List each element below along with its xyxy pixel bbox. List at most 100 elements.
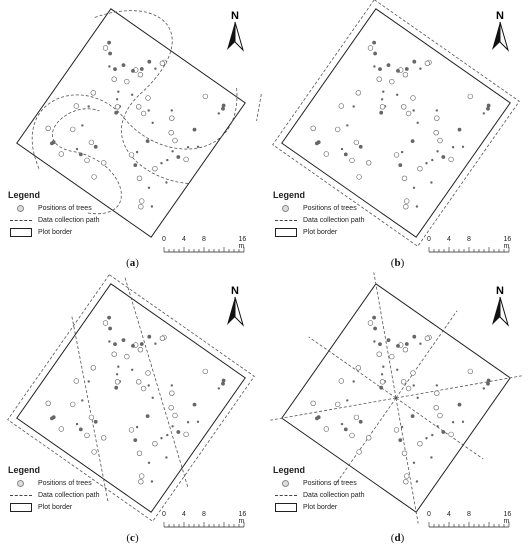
tree-position: [435, 384, 439, 387]
scale-tick-label: 8: [202, 236, 206, 243]
tree-position: [382, 90, 385, 93]
tree-position: [343, 427, 348, 432]
tree-position: [78, 152, 83, 157]
tree-position: [131, 69, 135, 73]
tree-position: [482, 112, 486, 115]
tree-position: [396, 344, 400, 348]
tree-position: [88, 414, 95, 421]
tree-position: [373, 51, 378, 56]
tree-position: [151, 396, 154, 400]
tree-position: [117, 365, 120, 368]
tree-position: [396, 368, 399, 372]
tree-position: [217, 112, 221, 115]
tree-position: [389, 353, 395, 360]
tree-position: [441, 430, 446, 434]
tree-position: [310, 125, 316, 132]
tree-position: [396, 69, 400, 73]
tree-position: [160, 437, 163, 440]
tree-position: [424, 335, 431, 341]
legend-item-border: Plot border: [8, 227, 99, 237]
scale-tick-label: 4: [182, 236, 186, 243]
tree-position: [367, 320, 374, 326]
tree-position: [91, 449, 97, 455]
tree-position: [412, 186, 416, 190]
tree-position: [349, 157, 355, 164]
tree-position: [404, 198, 410, 204]
tree-position: [416, 121, 419, 125]
tree-position: [461, 145, 465, 149]
tree-position: [192, 127, 197, 132]
tree-position: [88, 139, 95, 146]
tree-position: [169, 390, 175, 396]
tree-position: [114, 104, 121, 110]
tree-position: [137, 71, 144, 78]
panel-label: (a): [126, 257, 139, 269]
tree-position: [410, 139, 415, 144]
tree-position: [346, 124, 349, 127]
tree-position: [102, 45, 109, 51]
legend-title: Legend: [8, 190, 41, 200]
tree-position: [401, 175, 408, 182]
tree-position: [353, 414, 360, 421]
tree-position: [405, 385, 412, 392]
tree-position: [424, 60, 431, 66]
border-symbol-icon: [273, 227, 299, 237]
tree-position: [90, 365, 97, 371]
legend-item-path: Data collection path: [8, 215, 99, 225]
tree-position: [139, 342, 144, 346]
tree-position: [425, 437, 428, 440]
tree-position: [147, 59, 152, 64]
tree-position: [419, 342, 422, 345]
tree-position: [401, 104, 407, 110]
tree-position: [389, 78, 395, 85]
tree-position: [373, 65, 376, 68]
tree-position: [338, 103, 345, 109]
tree-position: [90, 90, 97, 96]
north-label: N: [496, 10, 504, 22]
north-label: N: [231, 285, 239, 297]
tree-position: [69, 401, 76, 408]
tree-position: [403, 479, 409, 485]
tree-position: [166, 433, 169, 437]
tree-symbol-icon: [273, 203, 299, 213]
tree-position: [437, 137, 443, 144]
legend-item-path: Data collection path: [8, 490, 99, 500]
tree-position: [136, 450, 143, 457]
tree-position: [93, 144, 98, 149]
collection-path-ray-7: [395, 375, 522, 399]
tree-position: [81, 399, 84, 402]
tree-position: [84, 157, 90, 164]
tree-position: [114, 385, 119, 390]
tree-position: [160, 162, 163, 165]
tree-position: [133, 163, 138, 168]
tree-position: [401, 450, 408, 457]
panel-label: (d): [390, 532, 405, 544]
tree-position: [372, 315, 377, 320]
tree-position: [373, 326, 378, 331]
tree-position: [412, 461, 416, 465]
north-arrow: N: [487, 285, 513, 327]
border-symbol-icon: [8, 227, 34, 237]
border-symbol-icon: [273, 502, 299, 512]
north-arrow: N: [487, 10, 513, 52]
tree-position: [102, 320, 109, 326]
scale-tick-label: 0: [162, 236, 166, 243]
tree-position: [150, 480, 154, 483]
tree-position: [393, 152, 400, 158]
plot-border: [16, 8, 246, 238]
tree-position: [425, 162, 428, 165]
scale-bar-graphic: [163, 247, 245, 253]
tree-position: [486, 103, 491, 108]
tree-position: [376, 351, 382, 357]
tree-position: [323, 426, 329, 432]
tree-position: [145, 370, 151, 376]
tree-position: [431, 433, 434, 437]
tree-position: [170, 109, 174, 112]
tree-position: [111, 351, 117, 357]
tree-position: [436, 150, 439, 153]
